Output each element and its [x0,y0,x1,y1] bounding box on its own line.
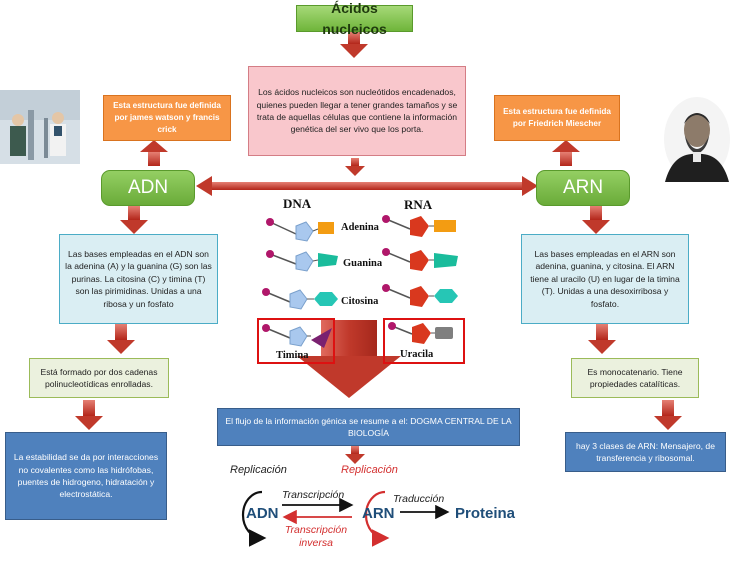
dna-adenina-nucleotide [266,218,334,242]
arrow-definition-down [345,158,365,176]
dogma-adn: ADN [246,505,279,522]
dogma-proteina: Proteina [455,505,516,522]
arrow-adn-bases-down [107,324,135,354]
arrow-title-to-definition [340,32,368,58]
timina-highlight-box [257,318,335,364]
dna-citosina-nucleotide [262,288,338,310]
arrow-adn-down [120,206,148,234]
replicacion-label-right: Replicación [341,464,398,476]
watson-crick-photo [0,90,80,164]
adn-discovery-box: Esta estructura fue definida por james w… [103,95,231,141]
dogma-box: El flujo de la información génica se res… [217,408,520,446]
arrow-adn-up [140,140,168,166]
definition-box: Los ácidos nucleicos son nucleótidos enc… [248,66,466,156]
rna-citosina-nucleotide [382,284,458,307]
arn-node: ARN [536,170,630,206]
replicacion-label-left: Replicación [230,464,287,476]
page-title: Ácidos nucleicos [296,0,413,37]
arn-types-box: hay 3 clases de ARN: Mensajero, de trans… [565,432,726,472]
big-down-arrow [297,320,401,398]
arrow-arn-structure-down [654,400,682,430]
dna-timina-nucleotide [262,324,332,348]
replication-loop-arn [364,490,390,547]
rna-guanina-nucleotide [382,248,458,271]
dogma-arn: ARN [362,505,395,522]
transcripcion-inversa-label: Transcripción inversa [284,524,348,550]
dna-guanina-nucleotide [266,250,338,272]
rna-header: RNA [404,197,433,212]
adn-stability-box: La estabilidad se da por interacciones n… [5,432,167,520]
miescher-portrait [663,96,731,182]
arrow-arn-down [582,206,610,234]
rna-adenina-nucleotide [382,215,456,237]
arn-bases-box: Las bases empleadas en el ARN son adenin… [521,234,689,324]
uracila-highlight-box [383,318,465,364]
double-arrow-adn-arn [196,176,538,196]
arrow-adn-structure-down [75,400,103,430]
adn-bases-box: Las bases empleadas en el ADN son la ade… [59,234,218,324]
label-citosina: Citosina [341,296,379,307]
arn-structure-box: Es monocatenario. Tiene propiedades cata… [571,358,699,398]
arrow-arn-bases-down [588,324,616,354]
traduccion-label: Traducción [393,493,445,505]
transcripcion-label: Transcripción [282,489,345,501]
adn-structure-box: Está formado por dos cadenas polinucleot… [29,358,169,398]
label-timina: Timina [276,350,309,361]
label-uracila: Uracila [400,349,434,360]
rna-uracila-nucleotide [388,322,453,344]
adn-node: ADN [101,170,195,206]
dna-header: DNA [283,196,312,211]
arn-discovery-box: Esta estructura fue definida por Friedri… [494,95,620,141]
replication-loop-adn [241,490,267,547]
arrow-dogma-down [345,446,365,464]
label-guanina: Guanina [343,258,383,269]
label-adenina: Adenina [341,222,379,233]
arrow-arn-up [552,140,580,166]
